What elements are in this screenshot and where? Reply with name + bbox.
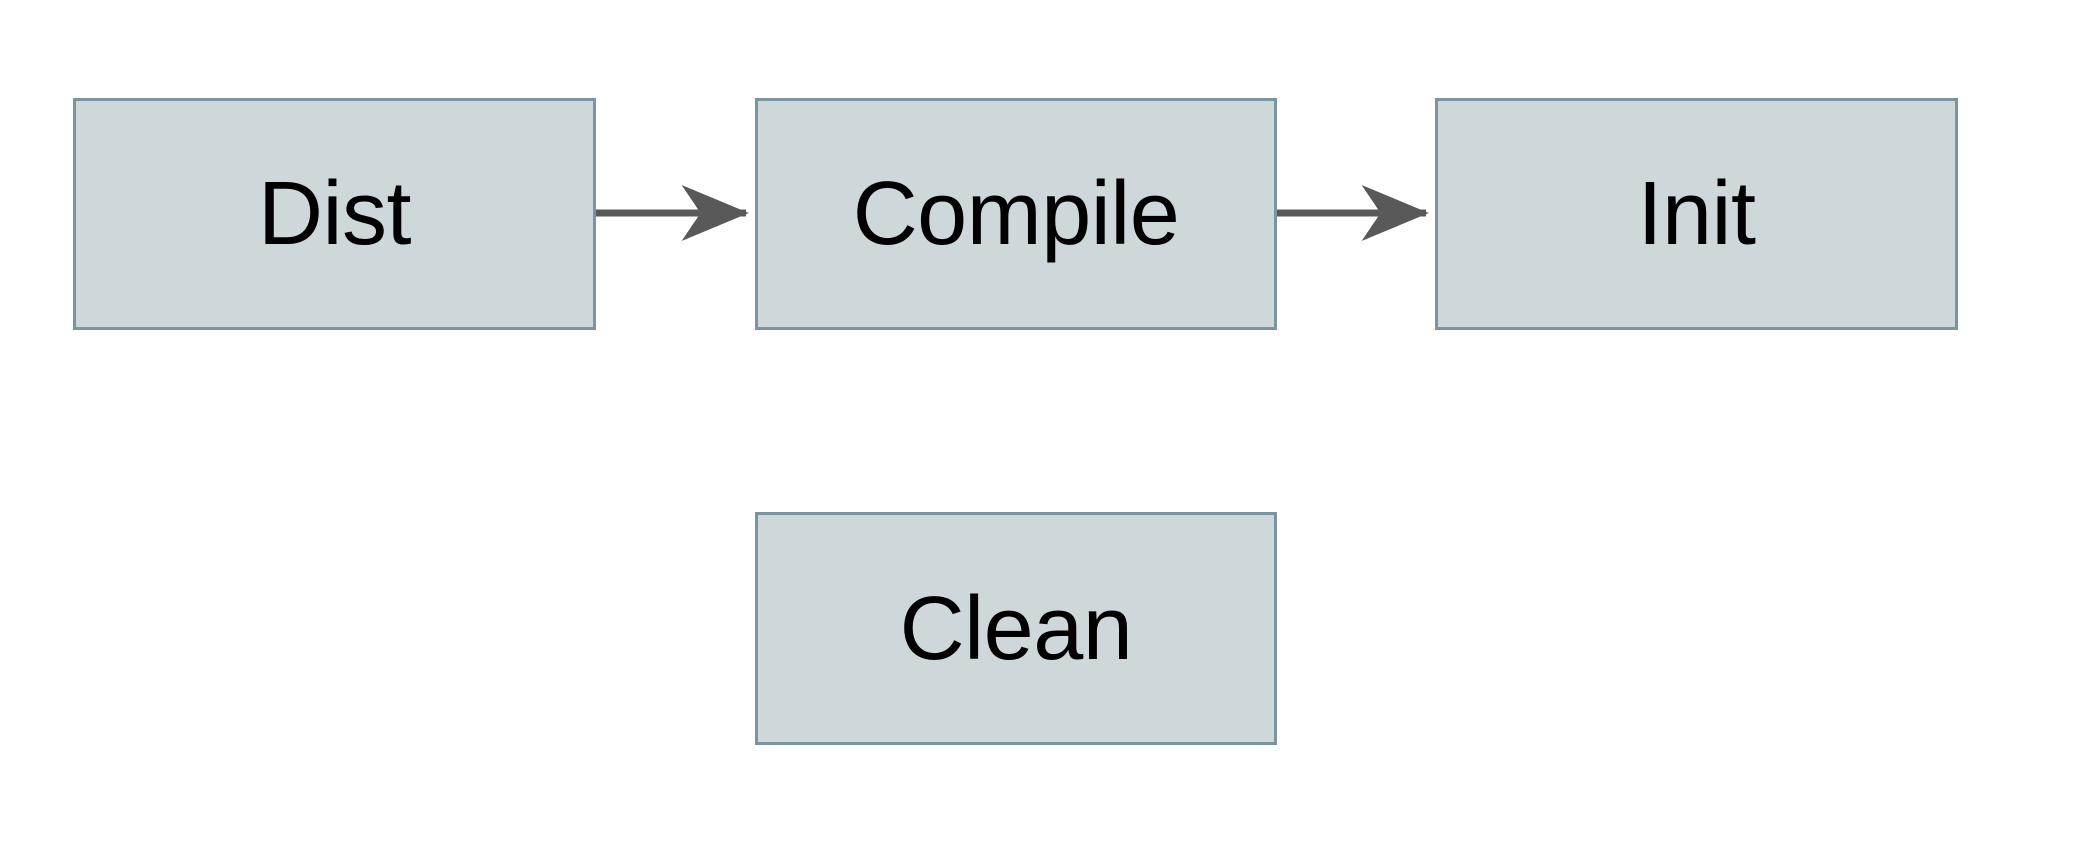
node-init-label: Init — [1637, 164, 1756, 264]
node-init[interactable]: Init — [1435, 98, 1958, 330]
node-dist[interactable]: Dist — [73, 98, 596, 330]
node-dist-label: Dist — [258, 164, 412, 264]
node-clean[interactable]: Clean — [755, 512, 1277, 745]
node-compile[interactable]: Compile — [755, 98, 1277, 330]
node-clean-label: Clean — [899, 578, 1133, 679]
node-compile-label: Compile — [852, 164, 1180, 264]
